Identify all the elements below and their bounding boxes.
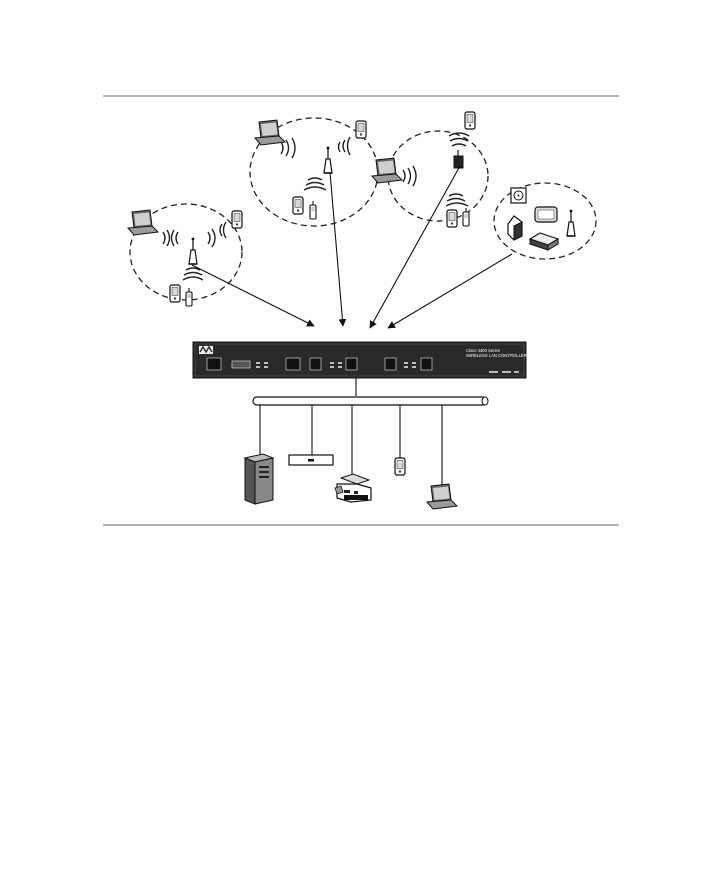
- uplink-arrow: [369, 165, 461, 329]
- cell-boundary: [387, 130, 489, 222]
- pda-icon: [446, 209, 458, 228]
- ethernet-backbone: [252, 396, 489, 406]
- port-leds: [256, 362, 519, 373]
- cisco-logo-icon: [199, 345, 213, 354]
- phone-icon: [309, 200, 317, 220]
- wireless-cell-far-right: [493, 182, 597, 260]
- printer-icon: [334, 473, 372, 503]
- laptop-icon: [254, 119, 286, 146]
- controller-product-text: WIRELESS LAN CONTROLLER: [466, 353, 527, 358]
- controller-ports: [206, 357, 433, 371]
- wireless-cell-left: [127, 203, 243, 307]
- barcode-scanner-icon: [507, 215, 523, 241]
- cell-boundary: [493, 182, 597, 260]
- signal-waves-icon: [402, 132, 470, 207]
- wireless-cell-top-center: [249, 117, 379, 227]
- pda-icon: [355, 120, 367, 139]
- wireless-cell-top-right: [371, 111, 489, 228]
- access-point-icon: [323, 145, 333, 174]
- phone-icon: [462, 207, 470, 227]
- uplink-arrow: [387, 253, 513, 329]
- server-icon: [243, 453, 275, 505]
- pda-icon: [394, 457, 406, 476]
- uplink-arrow: [329, 171, 347, 327]
- router-icon: [528, 232, 560, 251]
- signal-waves-icon: [280, 136, 351, 191]
- switch-icon: [288, 454, 334, 466]
- pda-icon: [231, 210, 243, 229]
- laptop-icon: [371, 157, 403, 184]
- access-point-icon: [188, 236, 198, 265]
- access-point-icon: [453, 150, 464, 169]
- pda-icon: [169, 284, 181, 303]
- laptop-icon: [127, 209, 159, 236]
- uplink-arrow: [191, 264, 315, 327]
- pda-icon: [292, 196, 304, 215]
- clock-icon: [510, 187, 527, 204]
- laptop-icon: [426, 483, 458, 510]
- tablet-icon: [534, 206, 558, 223]
- wireless-lan-controller: Cisco 4400 Series WIRELESS LAN CONTROLLE…: [192, 341, 527, 379]
- phone-icon: [185, 287, 193, 307]
- controller-model-text: Cisco 4400 Series: [466, 348, 500, 353]
- access-point-icon: [566, 208, 576, 237]
- signal-waves-icon: [162, 221, 227, 281]
- controller-chassis: [192, 341, 527, 379]
- pda-icon: [464, 111, 476, 130]
